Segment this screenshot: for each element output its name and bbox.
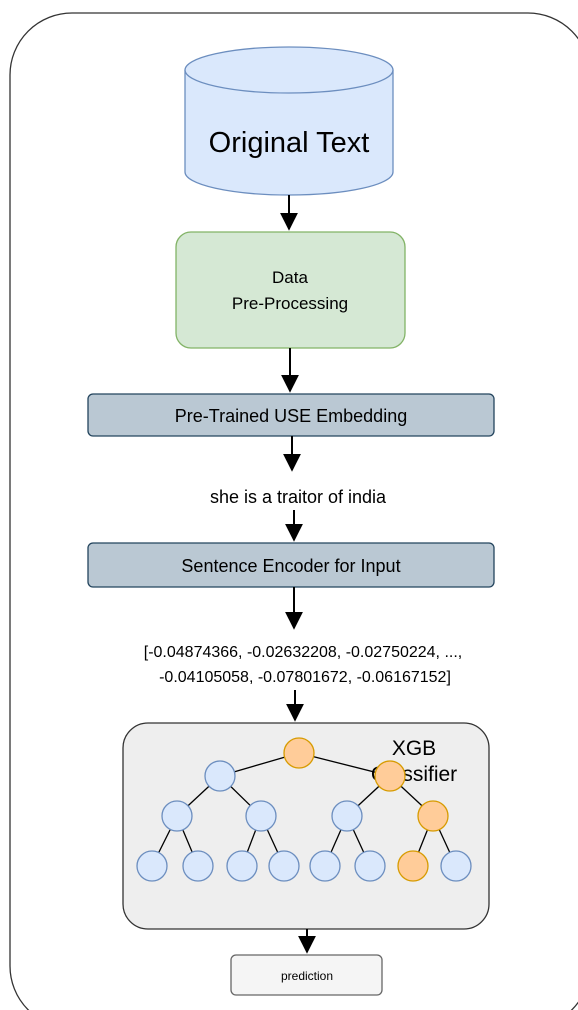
tree-leaf	[226, 850, 258, 882]
tree-leaf	[354, 850, 386, 882]
tree-leaf	[268, 850, 300, 882]
tree-node-root	[283, 737, 315, 769]
embedding-box: Pre-Trained USE Embedding	[87, 393, 495, 437]
database-label: Original Text	[209, 127, 370, 159]
example-input-text: she is a traitor of india	[210, 487, 387, 507]
embedding-vector-line2: -0.04105058, -0.07801672, -0.06167152]	[159, 669, 451, 686]
tree-leaf	[309, 850, 341, 882]
tree-leaf	[182, 850, 214, 882]
sentence-encoder-label: Sentence Encoder for Input	[181, 556, 400, 576]
sentence-encoder-box: Sentence Encoder for Input	[87, 542, 495, 588]
embedding-vector-line1: [-0.04874366, -0.02632208, -0.02750224, …	[144, 644, 462, 661]
prediction-box: prediction	[230, 954, 383, 996]
tree-node	[245, 800, 277, 832]
tree-leaf	[440, 850, 472, 882]
preprocessing-label-line1: Data	[272, 268, 308, 287]
tree-node	[204, 760, 236, 792]
tree-node	[161, 800, 193, 832]
classifier-label-line1: XGB	[392, 737, 436, 760]
tree-node	[331, 800, 363, 832]
tree-leaf	[136, 850, 168, 882]
preprocessing-box: Data Pre-Processing	[175, 231, 406, 349]
tree-node	[374, 760, 406, 792]
preprocessing-label-line2: Pre-Processing	[232, 294, 348, 313]
prediction-label: prediction	[281, 969, 333, 983]
tree-nodes	[136, 737, 472, 882]
tree-node	[417, 800, 449, 832]
tree-leaf	[397, 850, 429, 882]
original-text-database: Original Text	[184, 46, 394, 196]
embedding-label: Pre-Trained USE Embedding	[175, 406, 407, 426]
